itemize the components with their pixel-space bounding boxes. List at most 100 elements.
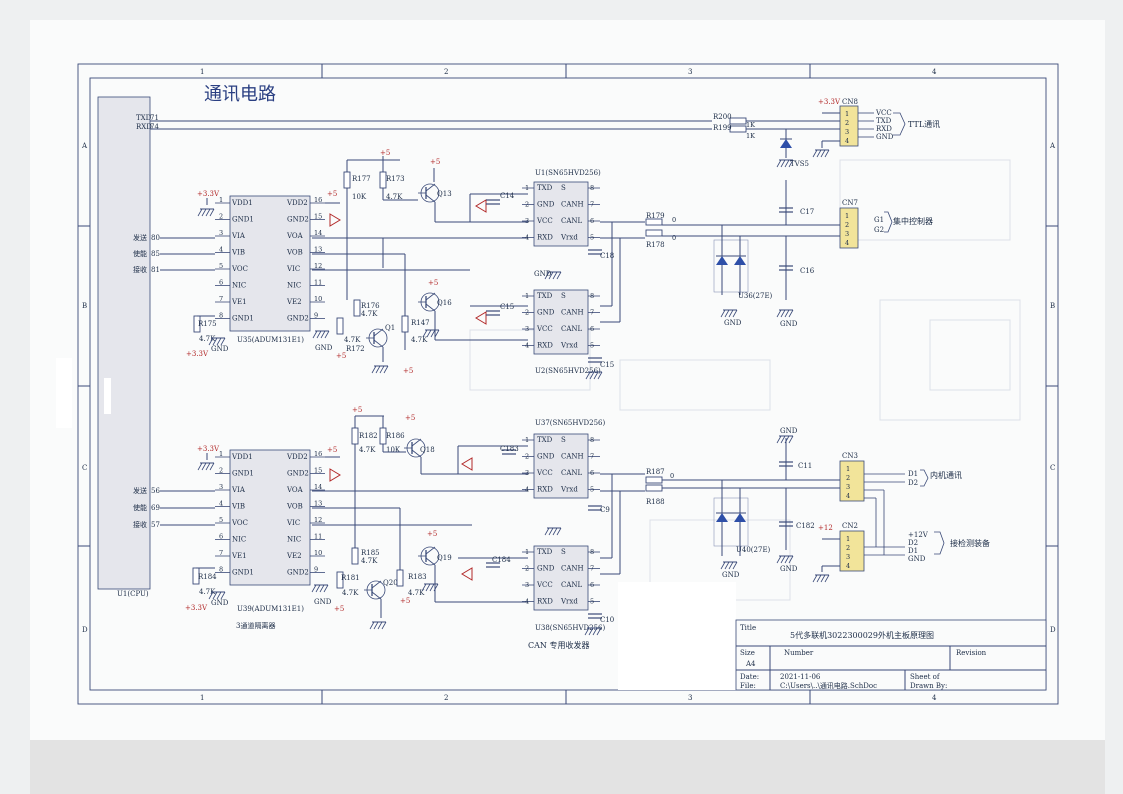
cpu-block [97, 96, 151, 590]
cpu-pin-num: 71 [150, 114, 159, 122]
connector-tag: 内机通讯 [930, 470, 962, 480]
gnd-label: GND [724, 319, 742, 327]
transceiver-pin-number: 6 [590, 325, 594, 333]
cpu-pin-name: TXD [136, 114, 152, 122]
cpu-pin-name: 使能 [133, 503, 147, 512]
power-label: +5 [327, 446, 337, 454]
pin-number: 4 [846, 562, 850, 570]
transceiver-pin-number: 4 [525, 598, 529, 606]
tb-size-value: A4 [745, 660, 756, 668]
res-val: 0 [672, 234, 676, 242]
res-val: 4.7K [386, 193, 403, 201]
transceiver-pin-number: 5 [590, 234, 594, 242]
isolator-pin-name: VOA [286, 232, 304, 240]
transceiver-pin-number: 4 [525, 234, 529, 242]
transceiver-pin-number: 7 [590, 565, 594, 573]
isolator-label: U39(ADUM131E1) [237, 605, 304, 613]
isolator-pin-name: GND1 [232, 470, 254, 478]
res-ref: R183 [408, 573, 427, 581]
connector-cn8 [839, 105, 859, 147]
gnd-label: GND [211, 345, 229, 353]
power-label: +5 [428, 279, 438, 287]
transceiver-pin-name: RXD [537, 598, 553, 606]
tb-title-label: Title [740, 624, 756, 632]
connector-pin: VCC [875, 109, 892, 117]
isolator-pin-number: 3 [219, 483, 223, 491]
transceiver-pin-name: GND [537, 201, 555, 209]
isolator-pin-name: VDD1 [231, 453, 253, 461]
isolator-pin-number: 14 [314, 229, 322, 237]
power-label: +5 [427, 530, 437, 538]
transceiver-pin-number: 1 [525, 184, 529, 192]
isolator-pin-name: GND1 [232, 216, 254, 224]
transceiver-pin-number: 3 [525, 217, 529, 225]
transceiver-pin-number: 8 [590, 436, 594, 444]
cap-ref: C184 [492, 556, 511, 564]
tb-sheet-label: Sheet of [910, 673, 941, 681]
transistor-ref: Q18 [420, 446, 435, 454]
isolator-pin-number: 10 [314, 549, 322, 557]
gnd-label: GND [314, 598, 332, 606]
isolator-pin-number: 11 [314, 533, 322, 541]
isolator-pin-number: 2 [219, 213, 223, 221]
power-label: +3.3V [197, 445, 220, 453]
isolator-pin-name: VE2 [286, 298, 302, 306]
res-val: 4.7K [411, 336, 428, 344]
isolator-pin-name: VIA [231, 232, 246, 240]
connector-cn3 [839, 460, 865, 502]
tb-revision-label: Revision [956, 649, 987, 657]
isolator-pin-name: NIC [287, 536, 301, 544]
transistor-ref: Q16 [437, 299, 452, 307]
cpu-pin-num: 57 [151, 521, 160, 529]
transceiver-pin-name: GND [537, 565, 555, 573]
transceiver-pin-name: S [561, 292, 566, 300]
transceiver-pin-name: CANL [561, 325, 583, 333]
cap-ref: C182 [796, 522, 815, 530]
res-val: 1K [746, 132, 755, 140]
res-ref: R185 [361, 549, 380, 557]
gnd-label: GND [780, 320, 798, 328]
transceiver-pin-number: 1 [525, 548, 529, 556]
cpu-pin-num: 56 [151, 487, 160, 495]
connector-pin: G1 [874, 216, 884, 224]
isolator-pin-number: 15 [314, 467, 322, 475]
transistor-ref: Q1 [385, 324, 395, 332]
cap-ref: C14 [500, 192, 515, 200]
connector-pin: D2 [908, 479, 918, 487]
res-val: 4.7K [199, 588, 216, 596]
transceiver-pin-number: 6 [590, 217, 594, 225]
transceiver-pin-number: 2 [525, 453, 529, 461]
res-ref: R182 [359, 432, 378, 440]
transceiver-pin-number: 4 [525, 342, 529, 350]
gnd-label: GND [211, 599, 229, 607]
grid-row-label: B [1050, 302, 1055, 310]
res-val: 1K [746, 121, 755, 129]
transceiver-label: U37(SN65HVD256) [535, 419, 605, 427]
res-val: 0 [670, 472, 674, 480]
cap-ref: C10 [600, 616, 614, 624]
tb-number-label: Number [784, 649, 814, 657]
isolator-pin-name: VE2 [286, 552, 302, 560]
res-ref: R176 [361, 302, 380, 310]
power-label: +5 [403, 367, 413, 375]
isolator-pin-name: VOC [231, 265, 248, 273]
transceiver-chip [533, 181, 589, 247]
transceiver-pin-name: RXD [537, 342, 553, 350]
isolator-pin-number: 5 [219, 262, 223, 270]
transistor-ref: Q20 [383, 579, 398, 587]
transceiver-pin-number: 5 [590, 598, 594, 606]
transceiver-pin-name: CANL [561, 581, 583, 589]
grid-col-label: 2 [444, 694, 448, 702]
pin-number: 1 [845, 212, 849, 220]
cpu-pin-num: 74 [150, 123, 159, 131]
tb-date-label: Date: [740, 673, 759, 681]
res-ref: R173 [386, 175, 405, 183]
cap-ref: C9 [600, 506, 610, 514]
transceiver-pin-name: Vrxd [560, 234, 578, 242]
transceiver-pin-name: RXD [537, 486, 553, 494]
power-label: +5 [352, 406, 362, 414]
transceiver-chip [533, 289, 589, 355]
pin-number: 2 [846, 474, 850, 482]
grid-row-label: A [1049, 142, 1056, 150]
